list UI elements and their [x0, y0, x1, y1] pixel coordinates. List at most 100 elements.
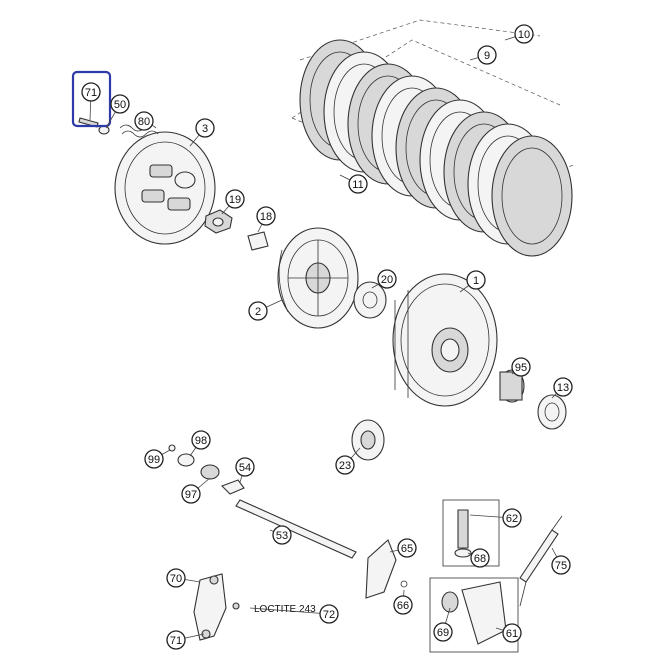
callout-number: 50	[114, 99, 126, 111]
callout-circle	[272, 525, 292, 545]
callout-66[interactable]: 66	[393, 595, 413, 615]
callout-19[interactable]: 19	[225, 189, 245, 209]
callout-20[interactable]: 20	[377, 269, 397, 289]
callout-71[interactable]: 71	[166, 630, 186, 650]
callout-circle	[144, 449, 164, 469]
callout-3[interactable]: 3	[195, 118, 215, 138]
outer-clutch-basket	[392, 273, 498, 407]
clutch-disc-stack	[291, 19, 576, 257]
callout-circle	[195, 118, 215, 138]
callout-circle	[110, 94, 130, 114]
callout-group: 71 50 80 3 10 9 11 19 18 2 20 1 95 13 23 99 98 97 54 53 62 68…	[81, 24, 573, 650]
inner-clutch-hub	[277, 227, 359, 329]
callout-number: 98	[195, 435, 207, 447]
callout-number: 23	[339, 460, 351, 472]
callout-9[interactable]: 9	[477, 45, 497, 65]
callout-circle	[348, 174, 368, 194]
callout-number: 68	[474, 553, 486, 565]
callout-71[interactable]: 71	[81, 82, 101, 102]
clutch-lever-plate	[193, 573, 240, 641]
callout-number: 80	[138, 116, 150, 128]
callout-number: 62	[506, 513, 518, 525]
callout-number: 66	[397, 600, 409, 612]
callout-68[interactable]: 68	[470, 548, 490, 568]
clutch-disc-inner	[501, 147, 563, 245]
callout-circle	[225, 189, 245, 209]
callout-95[interactable]: 95	[511, 357, 531, 377]
callout-number: 18	[260, 211, 272, 223]
callout-number: 11	[352, 179, 363, 191]
callout-75[interactable]: 75	[551, 555, 571, 575]
callout-number: 71	[170, 635, 182, 647]
callout-circle	[466, 270, 486, 290]
callout-circle	[551, 555, 571, 575]
small-parts-group	[168, 444, 245, 495]
callout-circle	[502, 508, 522, 528]
callout-circle	[335, 455, 355, 475]
callout-circle	[511, 357, 531, 377]
callout-50[interactable]: 50	[110, 94, 130, 114]
callout-circle	[393, 595, 413, 615]
primary-gear	[351, 419, 385, 461]
callout-53[interactable]: 53	[272, 525, 292, 545]
callout-circle	[470, 548, 490, 568]
callout-circle	[191, 430, 211, 450]
callout-circle	[248, 301, 268, 321]
callout-circle	[477, 45, 497, 65]
callout-number: 61	[506, 628, 518, 640]
callout-69[interactable]: 69	[433, 622, 453, 642]
nut-and-lock-washer	[204, 209, 269, 251]
gasket-plate	[365, 539, 408, 599]
callout-80[interactable]: 80	[134, 111, 154, 131]
callout-circle	[514, 24, 534, 44]
callout-number: 97	[185, 489, 197, 501]
callout-circle	[134, 111, 154, 131]
callout-61[interactable]: 61	[502, 623, 522, 643]
callout-99[interactable]: 99	[144, 449, 164, 469]
selection-highlight-box	[71, 70, 112, 128]
callout-circle	[166, 568, 186, 588]
callout-97[interactable]: 97	[181, 484, 201, 504]
callout-13[interactable]: 13	[553, 377, 573, 397]
callout-circle	[377, 269, 397, 289]
callout-circle	[166, 630, 186, 650]
callout-circle	[319, 604, 339, 624]
callout-circle	[433, 622, 453, 642]
callout-70[interactable]: 70	[166, 568, 186, 588]
callout-23[interactable]: 23	[335, 455, 355, 475]
callout-number: 69	[437, 627, 449, 639]
callout-65[interactable]: 65	[397, 538, 417, 558]
callout-98[interactable]: 98	[191, 430, 211, 450]
clutch-disc	[491, 135, 573, 257]
callout-number: 95	[515, 362, 527, 374]
needle-bearing-and-bushing	[499, 369, 567, 430]
callout-72[interactable]: 72	[319, 604, 339, 624]
callout-number: 99	[148, 454, 160, 466]
callout-number: 71	[85, 87, 97, 99]
callout-circle	[397, 538, 417, 558]
callout-number: 65	[401, 543, 413, 555]
loctite-label: LOCTITE 243	[254, 604, 316, 615]
leader-line	[249, 607, 330, 615]
callout-number: 2	[255, 306, 261, 318]
callout-circle	[502, 623, 522, 643]
callout-number: 70	[170, 573, 182, 585]
callout-number: 3	[202, 123, 208, 135]
callout-circle	[553, 377, 573, 397]
callout-number: 75	[555, 560, 567, 572]
callout-number: 20	[381, 274, 393, 286]
thrust-washer	[353, 281, 387, 319]
callout-number: 9	[484, 50, 490, 62]
callout-circle	[181, 484, 201, 504]
callout-2[interactable]: 2	[248, 301, 268, 321]
callout-54[interactable]: 54	[235, 457, 255, 477]
callout-circle	[235, 457, 255, 477]
callout-number: 19	[229, 194, 241, 206]
callout-62[interactable]: 62	[502, 508, 522, 528]
callout-number: 72	[323, 609, 335, 621]
callout-18[interactable]: 18	[256, 206, 276, 226]
callout-10[interactable]: 10	[514, 24, 534, 44]
callout-1[interactable]: 1	[466, 270, 486, 290]
callout-11[interactable]: 11	[348, 174, 368, 194]
